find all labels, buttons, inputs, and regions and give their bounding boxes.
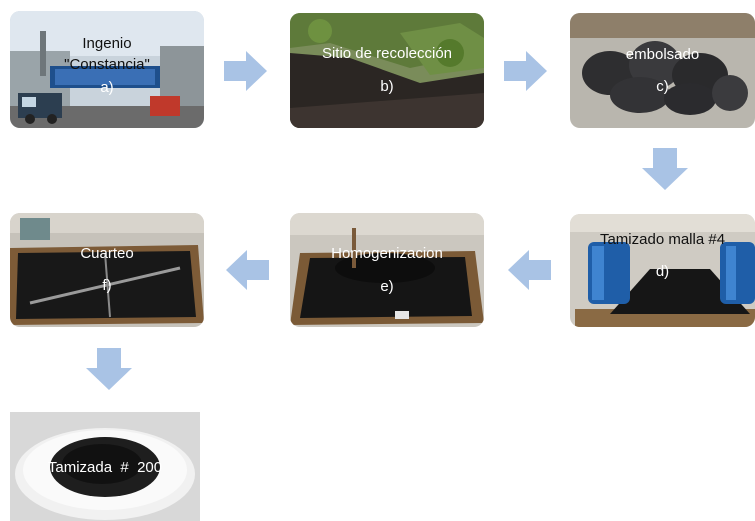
fine-powder-photo bbox=[10, 412, 200, 521]
arrow-down-icon bbox=[86, 348, 132, 390]
sieving-photo bbox=[570, 214, 755, 327]
step-card-embolsado: embolsado c) bbox=[570, 13, 755, 128]
step-letter: d) bbox=[655, 263, 670, 280]
step-title: Tamizado malla #4 bbox=[599, 231, 726, 248]
step-card-homogenizacion: Homogenizacion e) bbox=[290, 213, 484, 327]
step-card-sitio: Sitio de recolección b) bbox=[290, 13, 484, 128]
step-letter: f) bbox=[102, 277, 112, 294]
step-title: Homogenizacion bbox=[331, 245, 443, 262]
step-card-tamizada-200: Tamizada # 200 bbox=[10, 412, 200, 521]
step-letter: c) bbox=[656, 78, 669, 95]
arrow-right-icon bbox=[504, 51, 547, 91]
step-title: embolsado bbox=[625, 46, 700, 63]
step-letter: e) bbox=[380, 278, 394, 295]
collection-site-photo bbox=[290, 13, 484, 128]
bagging-photo bbox=[570, 13, 755, 128]
homogenization-photo bbox=[290, 213, 484, 327]
sugar-mill-photo bbox=[10, 11, 204, 128]
step-letter: a) bbox=[100, 79, 114, 96]
arrow-right-icon bbox=[224, 51, 267, 91]
arrow-down-icon bbox=[642, 148, 688, 190]
step-card-ingenio: Ingenio "Constancia" a) bbox=[10, 11, 204, 128]
step-title: Cuarteo bbox=[80, 245, 134, 262]
step-title: Sitio de recolección bbox=[321, 45, 453, 62]
arrow-left-icon bbox=[226, 250, 269, 290]
step-title: Tamizada # 200 bbox=[47, 459, 163, 476]
step-letter: b) bbox=[380, 78, 394, 95]
step-title: Ingenio bbox=[82, 35, 132, 52]
step-title: "Constancia" bbox=[64, 56, 150, 73]
arrow-left-icon bbox=[508, 250, 551, 290]
step-card-cuarteo: Cuarteo f) bbox=[10, 213, 204, 327]
quartering-photo bbox=[10, 213, 204, 327]
step-card-tamizado-4: Tamizado malla #4 d) bbox=[570, 214, 755, 327]
